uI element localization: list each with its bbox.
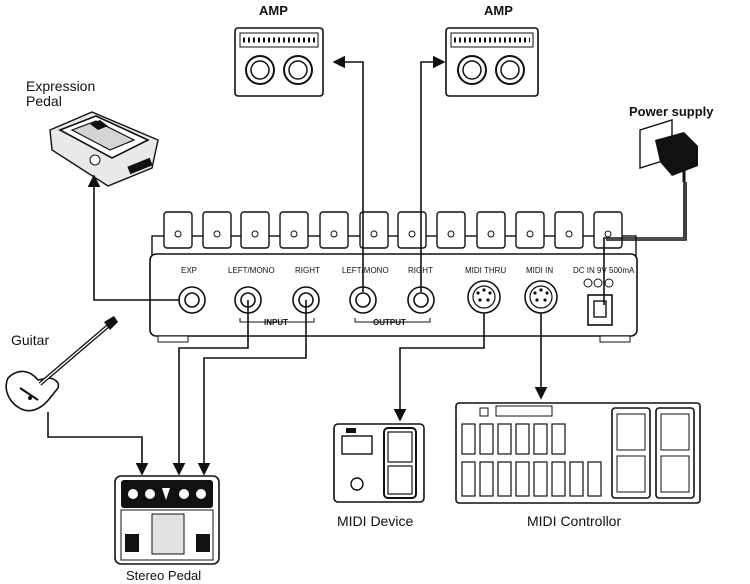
jack-label-output-left: LEFT/MONO	[342, 266, 389, 275]
controller-pad	[515, 461, 530, 497]
wire-power	[603, 182, 685, 305]
footswitch-screw	[487, 230, 495, 238]
output-group-label: OUTPUT	[373, 318, 406, 327]
wire-input-left	[172, 300, 249, 476]
footswitch-screw	[174, 230, 182, 238]
footswitch-knob	[436, 211, 466, 249]
controller-pad	[533, 423, 548, 455]
footswitch-knob	[476, 211, 506, 249]
guitar-icon	[5, 316, 118, 412]
jack-output-right	[407, 286, 435, 314]
wire-output-left	[332, 55, 364, 292]
expression-pedal-label-1: Expression	[26, 78, 95, 94]
controller-pad	[533, 461, 548, 497]
footswitch-screw	[251, 230, 259, 238]
controller-pad	[497, 461, 512, 497]
midi-controller-icon	[455, 402, 701, 504]
controller-pad	[551, 423, 566, 455]
jack-dc-in	[583, 278, 614, 326]
footswitch-knob	[319, 211, 349, 249]
jack-midi-in	[524, 280, 558, 314]
expression-pedal-icon	[49, 111, 159, 187]
jack-label-midi-in: MIDI IN	[526, 266, 553, 275]
midi-device-icon	[333, 423, 425, 503]
footswitch-knob	[279, 211, 309, 249]
footswitch-knob	[554, 211, 584, 249]
footswitch-screw	[447, 230, 455, 238]
wire-input-right	[197, 300, 307, 476]
footswitch-screw	[370, 230, 378, 238]
controller-pad	[461, 423, 476, 455]
amp-right	[445, 27, 539, 97]
jack-label-exp: EXP	[181, 266, 197, 275]
footswitch-row	[163, 211, 623, 249]
stereo-pedal-icon	[114, 475, 220, 565]
wire-exp	[87, 174, 180, 301]
footswitch-knob	[163, 211, 193, 249]
controller-pad	[479, 423, 494, 455]
amp-right-label: AMP	[484, 3, 513, 18]
power-supply-icon	[639, 119, 698, 182]
wire-guitar	[47, 412, 149, 476]
input-group-label: INPUT	[264, 318, 288, 327]
footswitch-knob	[515, 211, 545, 249]
controller-pad	[569, 461, 584, 497]
wire-midi-thru	[393, 313, 485, 422]
footswitch-knob	[593, 211, 623, 249]
footswitch-screw	[290, 230, 298, 238]
jack-exp	[178, 286, 206, 314]
wire-output-right	[420, 55, 446, 292]
power-supply-label: Power supply	[629, 104, 714, 119]
midi-controller-label: MIDI Controllor	[527, 513, 621, 529]
controller-pad	[461, 461, 476, 497]
controller-pad	[497, 423, 512, 455]
controller-pad	[551, 461, 566, 497]
switcher-unit	[149, 235, 638, 343]
controller-pad	[479, 461, 494, 497]
guitar-label: Guitar	[11, 332, 49, 348]
footswitch-knob	[359, 211, 389, 249]
footswitch-screw	[604, 230, 612, 238]
jack-output-left	[349, 286, 377, 314]
stereo-pedal-label: Stereo Pedal	[126, 568, 201, 583]
jack-label-input-left: LEFT/MONO	[228, 266, 275, 275]
jack-label-input-right: RIGHT	[295, 266, 320, 275]
jack-midi-thru	[467, 280, 501, 314]
footswitch-screw	[330, 230, 338, 238]
midi-device-label: MIDI Device	[337, 513, 413, 529]
amp-left-label: AMP	[259, 3, 288, 18]
footswitch-knob	[397, 211, 427, 249]
footswitch-knob	[240, 211, 270, 249]
footswitch-screw	[565, 230, 573, 238]
expression-pedal-label-2: Pedal	[26, 93, 62, 109]
footswitch-screw	[213, 230, 221, 238]
controller-pad	[515, 423, 530, 455]
footswitch-screw	[408, 230, 416, 238]
footswitch-screw	[526, 230, 534, 238]
wire-power-2	[606, 182, 687, 241]
controller-pad	[587, 461, 602, 497]
jack-label-midi-thru: MIDI THRU	[465, 266, 506, 275]
amp-left	[234, 27, 324, 97]
footswitch-knob	[202, 211, 232, 249]
